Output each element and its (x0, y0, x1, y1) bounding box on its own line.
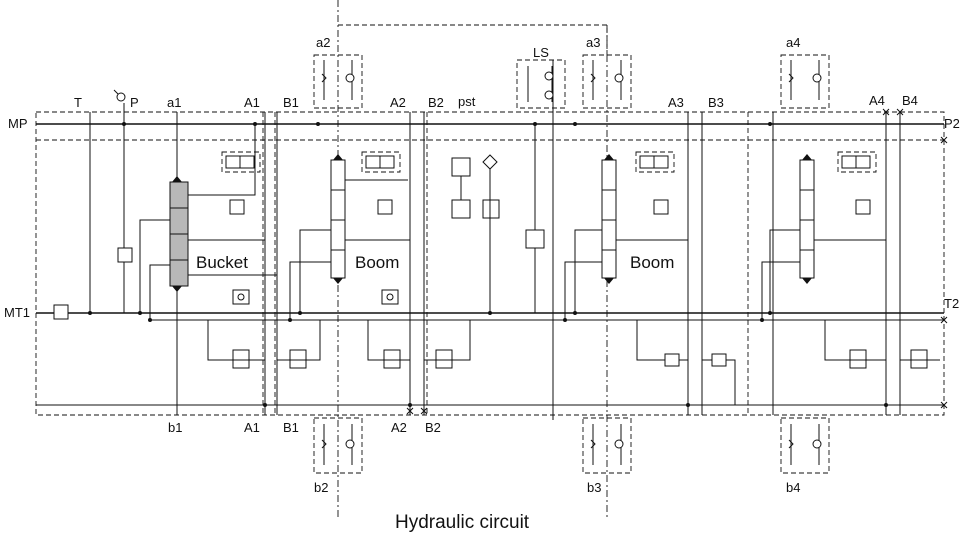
orifice-boxes (636, 320, 736, 405)
label-A2-top: A2 (390, 95, 406, 110)
port-relief-valves (207, 320, 940, 369)
spool-section-4 (799, 154, 815, 284)
label-P2: P2 (944, 116, 960, 131)
label-A2-bottom: A2 (391, 420, 407, 435)
label-B2-top: B2 (428, 95, 444, 110)
diagram-caption: Hydraulic circuit (395, 512, 530, 533)
label-B4: B4 (902, 93, 918, 108)
pilot-block-a4 (780, 54, 830, 109)
plug-markers (406, 108, 948, 415)
label-MP: MP (8, 116, 28, 131)
spool-boom-2 (601, 154, 617, 284)
bucket-flow-lines (139, 124, 277, 320)
junction-dots (88, 122, 888, 407)
label-a3: a3 (586, 35, 600, 50)
label-B3: B3 (708, 95, 724, 110)
label-B1-bottom: B1 (283, 420, 299, 435)
boom1-flow-lines (289, 179, 410, 320)
label-P: P (130, 95, 139, 110)
compensator-3 (635, 151, 675, 215)
label-LS: LS (533, 45, 549, 60)
section4-flow-lines (761, 229, 886, 320)
valve-block-outline (35, 111, 945, 416)
label-T2: T2 (944, 296, 959, 311)
inlet-components (451, 124, 545, 313)
pilot-block-b3 (582, 417, 632, 474)
shuttle-valve-2-ball-icon (386, 293, 394, 301)
pilot-top-link (338, 24, 608, 55)
spool-boom-1 (330, 154, 346, 284)
compensator-2 (361, 151, 401, 215)
pilot-block-b2 (313, 417, 363, 474)
compensator-1 (221, 151, 261, 215)
section-label-boom-1: Boom (355, 253, 399, 272)
label-b1: b1 (168, 420, 182, 435)
label-a1: a1 (167, 95, 181, 110)
pilot-block-b4 (780, 417, 830, 474)
label-A3: A3 (668, 95, 684, 110)
label-b2: b2 (314, 480, 328, 495)
spool-bucket (169, 176, 189, 292)
label-B1-top: B1 (283, 95, 299, 110)
shuttle-valve-1-ball-icon (237, 293, 245, 301)
label-A4: A4 (869, 93, 885, 108)
label-b4: b4 (786, 480, 800, 495)
section-label-bucket: Bucket (196, 253, 248, 272)
label-a4: a4 (786, 35, 800, 50)
pressure-port-check-icon (113, 89, 126, 102)
pilot-block-LS (516, 59, 566, 109)
section-label-boom-2: Boom (630, 253, 674, 272)
label-pst: pst (458, 94, 476, 109)
label-a2: a2 (316, 35, 330, 50)
label-b3: b3 (587, 480, 601, 495)
label-B2-bottom: B2 (425, 420, 441, 435)
label-MT1: MT1 (4, 305, 30, 320)
pilot-block-a3 (582, 54, 632, 109)
boom2-flow-lines (564, 229, 688, 320)
compensator-4 (837, 151, 877, 215)
pilot-block-a2 (313, 54, 363, 109)
label-A1-bottom: A1 (244, 420, 260, 435)
label-T: T (74, 95, 82, 110)
main-relief-valve (53, 247, 133, 320)
label-A1-top: A1 (244, 95, 260, 110)
